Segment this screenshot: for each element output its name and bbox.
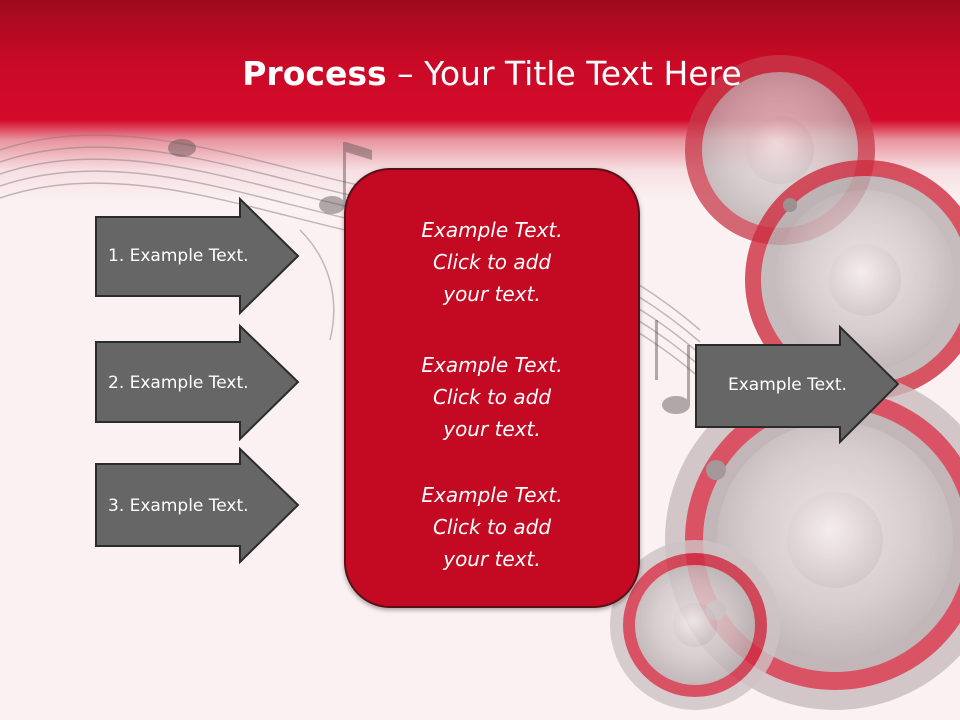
arrow-shape — [95, 196, 300, 316]
left-arrow-label: 3. Example Text. — [108, 496, 249, 516]
slide-title: Process – Your Title Text Here — [0, 50, 960, 98]
text-line: your text. — [443, 282, 541, 306]
left-arrow-2: 2. Example Text. — [95, 323, 300, 442]
arrow-shape — [95, 323, 300, 442]
center-text-box: Example Text. Click to add your text. Ex… — [344, 168, 640, 608]
right-arrow: Example Text. — [695, 324, 900, 445]
text-block-1: Example Text. Click to add your text. — [346, 214, 638, 310]
text-line: your text. — [443, 417, 541, 441]
right-arrow-label: Example Text. — [728, 375, 847, 395]
text-block-3: Example Text. Click to add your text. — [346, 479, 638, 575]
arrow-shape — [95, 446, 300, 565]
text-line: Example Text. — [421, 483, 563, 507]
text-line: your text. — [443, 547, 541, 571]
speaker-bottom — [610, 540, 780, 710]
text-block-2: Example Text. Click to add your text. — [346, 349, 638, 445]
speaker-upper-right — [745, 160, 960, 400]
text-line: Example Text. — [421, 353, 563, 377]
left-arrow-3: 3. Example Text. — [95, 446, 300, 565]
text-line: Example Text. — [421, 218, 563, 242]
left-arrow-label: 2. Example Text. — [108, 373, 249, 393]
title-bold-part: Process — [242, 54, 387, 93]
title-rest: – Your Title Text Here — [386, 54, 742, 93]
arrow-shape — [695, 324, 900, 445]
music-notes — [168, 139, 690, 414]
left-arrow-label: 1. Example Text. — [108, 246, 249, 266]
text-line: Click to add — [432, 250, 552, 274]
text-line: Click to add — [432, 385, 552, 409]
left-arrow-1: 1. Example Text. — [95, 196, 300, 316]
text-line: Click to add — [432, 515, 552, 539]
